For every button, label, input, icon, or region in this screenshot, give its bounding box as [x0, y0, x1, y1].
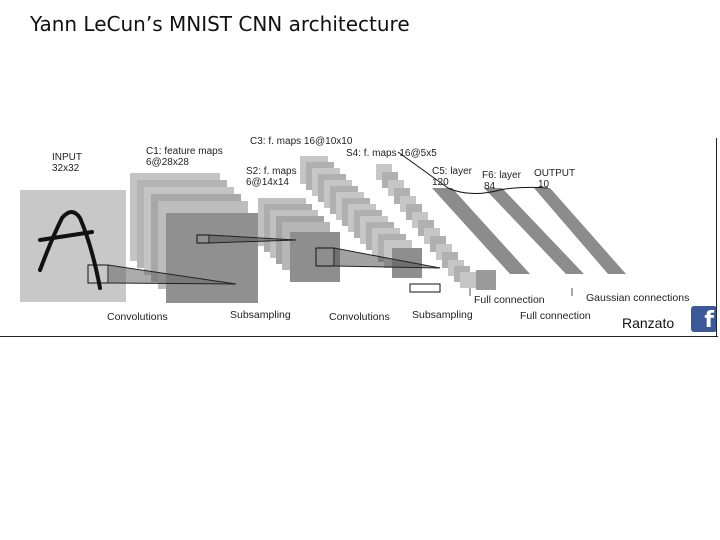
c1-maps — [130, 173, 258, 303]
figure-right-border — [716, 138, 717, 336]
op-gaussian-connections: Gaussian connections — [586, 292, 690, 304]
c5-layer-band — [432, 188, 530, 274]
f6-layer-band — [484, 188, 584, 274]
slide-title: Yann LeCun’s MNIST CNN architecture — [30, 12, 410, 36]
architecture-drawing — [20, 151, 626, 303]
input-plane — [20, 190, 126, 302]
output-layer-band — [534, 188, 626, 274]
full-connection-curve — [447, 186, 549, 194]
figure-bottom-border — [0, 336, 718, 337]
op-full-connection-2: Full connection — [520, 310, 591, 322]
credit-text: Ranzato — [622, 315, 675, 331]
input-letter-strokes — [38, 210, 102, 290]
op-convolutions-2: Convolutions — [329, 311, 390, 323]
subsample1-connection — [209, 235, 296, 243]
op-full-connection-1: Full connection — [474, 294, 545, 306]
s4-maps — [376, 164, 496, 290]
op-subsampling-2: Subsampling — [412, 309, 473, 321]
operation-ticks — [469, 288, 573, 296]
s4-to-c5-line — [397, 151, 449, 189]
op-convolutions-1: Convolutions — [107, 311, 168, 323]
facebook-icon: f — [691, 306, 717, 332]
op-subsampling-1: Subsampling — [230, 309, 291, 321]
s4-receptive-field — [409, 283, 441, 293]
s4-label: S4: f. maps 16@5x5 — [346, 148, 437, 159]
c3-label: C3: f. maps 16@10x10 — [250, 136, 353, 147]
